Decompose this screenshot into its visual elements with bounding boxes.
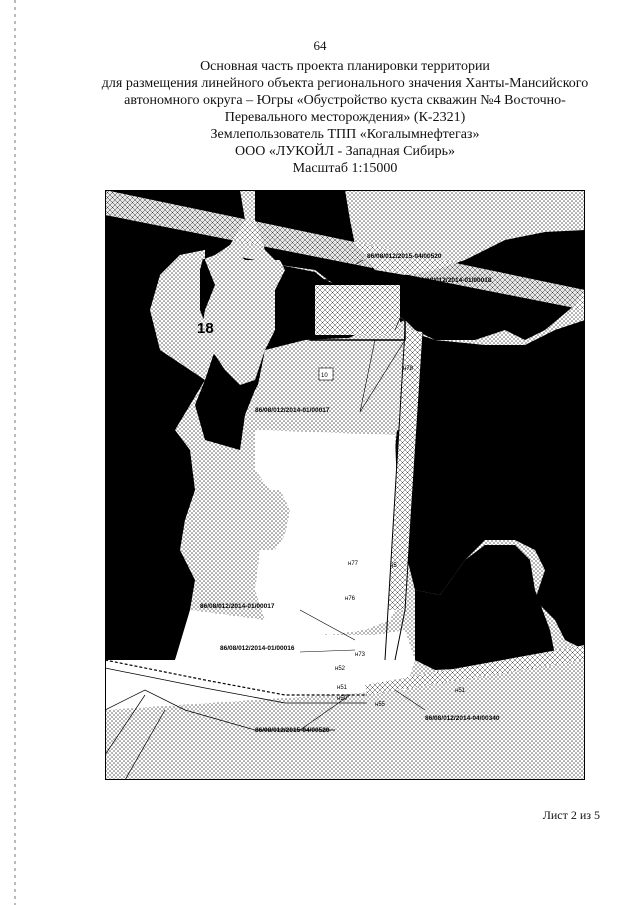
bottom-white <box>105 610 415 710</box>
title-line-4: Перевального месторождения» (К-2321) <box>224 110 466 125</box>
map-scheme: 18 19 42 43 10 86/08/012/2015-04/00520 8… <box>105 190 585 780</box>
well-pad-fill <box>315 285 400 335</box>
point-label-8: н50 <box>337 696 348 702</box>
black-area-right <box>395 320 585 650</box>
corridor-vertical <box>388 330 423 610</box>
area-label-43: 43 <box>505 590 522 607</box>
feature-box <box>318 367 334 381</box>
cad-label-3: 86/08/012/2014-01/00017 <box>255 407 330 414</box>
cad-label-6: 86/08/012/2015-04/00520 <box>255 727 330 734</box>
point-label-10: н51 <box>455 688 466 694</box>
sheet-number: Лист 2 из 5 <box>542 808 600 822</box>
map-svg: 18 19 42 43 10 86/08/012/2015-04/00520 8… <box>105 190 585 780</box>
area-label-19: 19 <box>495 247 512 264</box>
point-label-5: н73 <box>355 652 366 658</box>
feature-number: 10 <box>321 373 328 379</box>
point-label-7: н51 <box>337 685 348 691</box>
title-line-1: Основная часть проекта планировки террит… <box>200 59 490 74</box>
title-block: Основная часть проекта планировки террит… <box>60 58 630 177</box>
black-area-top-right <box>255 190 585 340</box>
black-area-bottom <box>415 545 555 670</box>
corridor-bottom <box>365 645 585 695</box>
road-bottom <box>105 659 367 696</box>
point-label-4: н76 <box>345 596 356 602</box>
title-line-2: для размещения линейного объекта региона… <box>101 76 589 91</box>
title-line-7: Масштаб 1:15000 <box>292 161 398 176</box>
area-18-shape <box>160 245 285 385</box>
corridor-top <box>105 190 585 310</box>
black-area-top <box>105 190 245 430</box>
area-label-18: 18 <box>197 320 214 337</box>
boundary-line <box>105 689 335 731</box>
clearing-middle <box>255 430 405 635</box>
point-label-3: н5 <box>390 563 397 569</box>
road-edge <box>105 667 367 704</box>
point-label-6: н52 <box>335 666 346 672</box>
title-line-6: ООО «ЛУКОЙЛ - Западная Сибирь» <box>235 144 455 159</box>
point-label-1: н78 <box>403 366 414 372</box>
scan-edge <box>14 0 16 905</box>
cad-label-5: 86/08/012/2014-01/00016 <box>220 645 295 652</box>
pipe-line-1 <box>394 331 424 661</box>
title-line-5: Землепользователь ТПП «Когалымнефтегаз» <box>210 127 480 142</box>
point-label-2: н77 <box>348 561 359 567</box>
clearing-middle-inner <box>260 490 290 550</box>
cad-label-7: 86/08/012/2014-04/00340 <box>425 715 500 722</box>
cad-label-4: 86/08/012/2014-01/00017 <box>200 603 275 610</box>
pipe-line-2 <box>384 329 406 661</box>
page-number: 64 <box>313 38 327 53</box>
leader-lines <box>299 259 426 731</box>
title-line-3: автономного округа – Югры «Обустройство … <box>124 93 566 108</box>
well-pad <box>309 279 406 341</box>
area-label-42: 42 <box>153 455 170 472</box>
point-label-9: н55 <box>375 702 386 708</box>
diagonal-lines <box>105 694 166 780</box>
map-frame <box>105 190 585 780</box>
black-area-left <box>105 430 195 660</box>
cad-label-1: 86/08/012/2015-04/00520 <box>367 253 442 260</box>
clearing-upper <box>255 338 405 435</box>
cad-label-2: 86/08/012/2014-01/00018 <box>417 277 492 284</box>
